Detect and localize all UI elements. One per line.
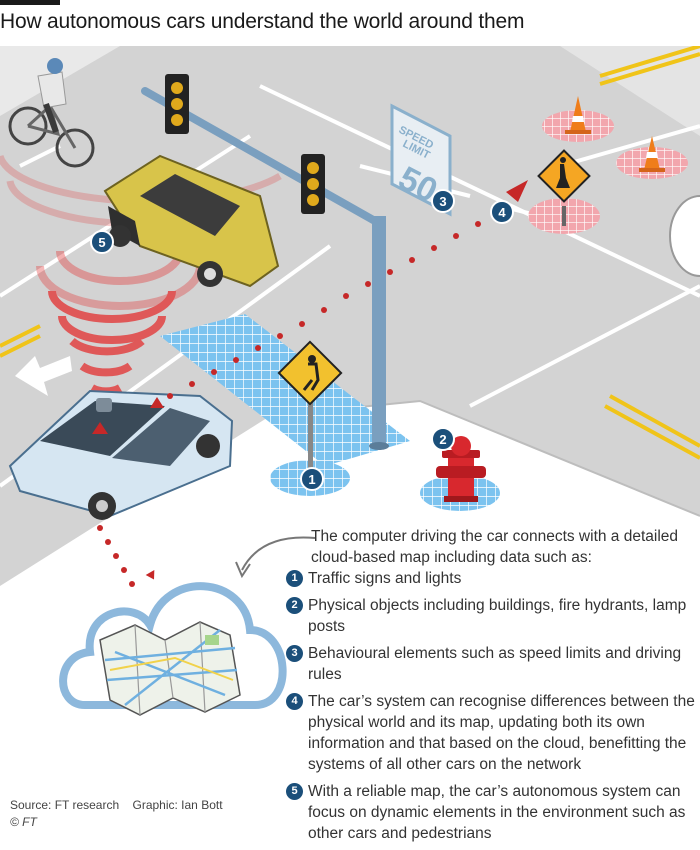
- street-scene-illustration: SPEED LIMIT 50: [0, 46, 700, 591]
- traffic-cone: [639, 136, 665, 172]
- legend-text: With a reliable map, the car’s autonomou…: [308, 783, 686, 842]
- traffic-light-pole: [141, 74, 389, 450]
- svg-text:3: 3: [439, 194, 446, 209]
- legend-text: Physical objects including buildings, fi…: [308, 597, 687, 635]
- svg-text:5: 5: [98, 235, 105, 250]
- svg-text:1: 1: [308, 472, 315, 487]
- legend-text: Behavioural elements such as speed limit…: [308, 645, 682, 683]
- cyclist: [8, 58, 95, 168]
- legend-item: 4 The car’s system can recognise differen…: [286, 691, 698, 775]
- fire-hydrant: [436, 436, 486, 502]
- source-line: Source: FT research Graphic: Ian Bott: [10, 798, 223, 812]
- header-bar: [0, 0, 60, 5]
- badge-3: 3: [431, 189, 455, 213]
- legend-text: Traffic signs and lights: [308, 570, 462, 587]
- legend-number: 3: [286, 645, 303, 662]
- legend-text: The car’s system can recognise differenc…: [308, 693, 695, 773]
- cloud-map-illustration: [59, 570, 287, 716]
- legend-number: 1: [286, 570, 303, 587]
- intro-text: The computer driving the car connects wi…: [311, 528, 679, 566]
- connector-arrow: [235, 536, 316, 579]
- svg-text:2: 2: [439, 432, 446, 447]
- badge-2: 2: [431, 427, 455, 451]
- yellow-car: [103, 154, 280, 288]
- badge-5: 5: [90, 230, 114, 254]
- folded-map-icon: [99, 621, 241, 716]
- legend-item: 3 Behavioural elements such as speed limi…: [286, 643, 698, 685]
- legend-item: 1 Traffic signs and lights: [286, 568, 698, 589]
- badge-1: 1: [300, 467, 324, 491]
- crosswalk-grid: [160, 314, 410, 466]
- legend-list: 1 Traffic signs and lights 2 Physical obje…: [286, 568, 698, 850]
- legend-number: 4: [286, 693, 303, 710]
- legend-number: 2: [286, 597, 303, 614]
- legend-number: 5: [286, 783, 303, 800]
- traffic-cone: [565, 96, 591, 134]
- legend-item: 2 Physical objects including buildings, f…: [286, 595, 698, 637]
- badge-4: 4: [490, 200, 514, 224]
- svg-text:4: 4: [498, 205, 506, 220]
- page-title: How autonomous cars understand the world…: [0, 10, 525, 33]
- yellow-lines: [0, 46, 700, 460]
- sidewalk: [0, 401, 700, 591]
- data-link-dots: [97, 180, 528, 587]
- turn-arrow-marking: [15, 356, 72, 396]
- pedestrian-crossing-sign: [277, 340, 343, 486]
- sensor-signal-arcs: [36, 250, 204, 396]
- roadworks-sign: [537, 149, 591, 226]
- copyright: © FT: [10, 815, 37, 829]
- legend-item: 5 With a reliable map, the car’s autonomo…: [286, 781, 698, 844]
